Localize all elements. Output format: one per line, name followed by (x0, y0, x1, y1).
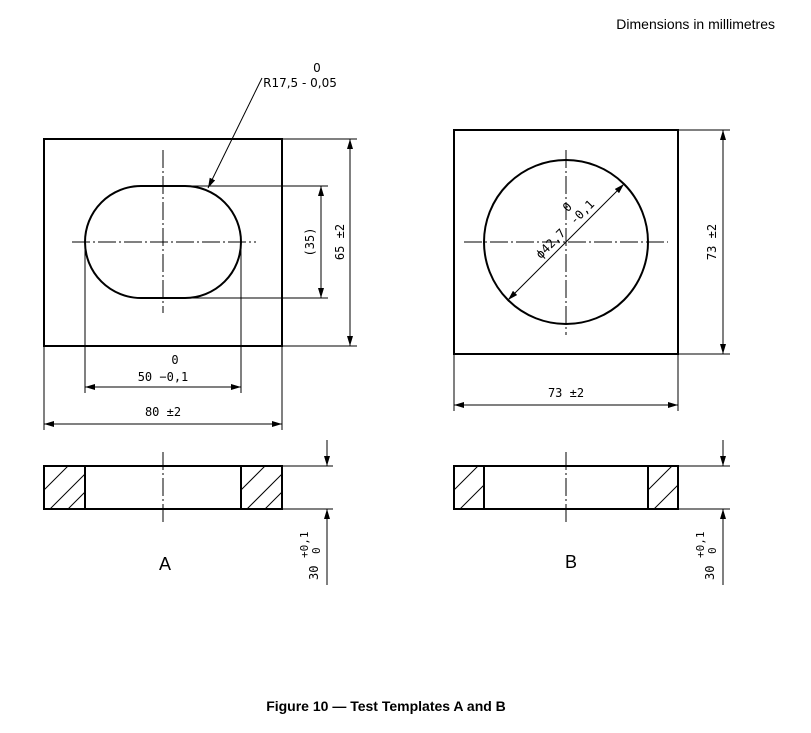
thickness-tolerance-upper: +0,1 (694, 532, 707, 559)
hatching (43, 465, 283, 510)
diameter-line (507, 183, 625, 301)
template-a-outline (43, 138, 283, 347)
thickness-tolerance-upper: +0,1 (298, 532, 311, 559)
radius-dimension: R17,5 - 0,05 (263, 76, 337, 90)
units-note: Dimensions in millimetres (616, 16, 775, 32)
diameter-tolerance-lower: -0,1 (567, 197, 597, 227)
template-b-plan: ϕ42,7 0 -0,1 73 ±2 73 ±2 (453, 129, 730, 411)
figure-caption: Figure 10 — Test Templates A and B (266, 698, 506, 714)
height-dimension: 65 ±2 (333, 224, 347, 260)
template-b-outline (453, 129, 679, 355)
thickness-dimension: 30 (307, 566, 321, 580)
radius-tolerance: 0 (313, 61, 321, 75)
height-dimension: 73 ±2 (705, 224, 719, 260)
width-dimension: 80 ±2 (145, 405, 181, 419)
radius-leader (207, 77, 263, 189)
thickness-dimension: 30 (703, 566, 717, 580)
hatching (453, 465, 679, 510)
template-a-plan: 0 R17,5 - 0,05 (35) 65 ±2 0 50 −0,1 80 ±… (43, 61, 357, 430)
template-a-label: A (159, 554, 171, 574)
slot-width-tolerance: 0 (171, 353, 178, 367)
width-dimension: 73 ±2 (548, 386, 584, 400)
slot-height-dimension: (35) (303, 228, 317, 257)
diameter-dimension: ϕ42,7 (533, 226, 568, 261)
slot-width-dimension: 50 −0,1 (138, 370, 189, 384)
template-b-section: 30 +0,1 0 B (453, 440, 730, 585)
template-b-label: B (565, 552, 577, 572)
thickness-tolerance-lower: 0 (310, 547, 323, 554)
template-a-section: 30 +0,1 0 A (43, 440, 333, 585)
thickness-tolerance-lower: 0 (706, 547, 719, 554)
template-a-slot (84, 185, 242, 299)
